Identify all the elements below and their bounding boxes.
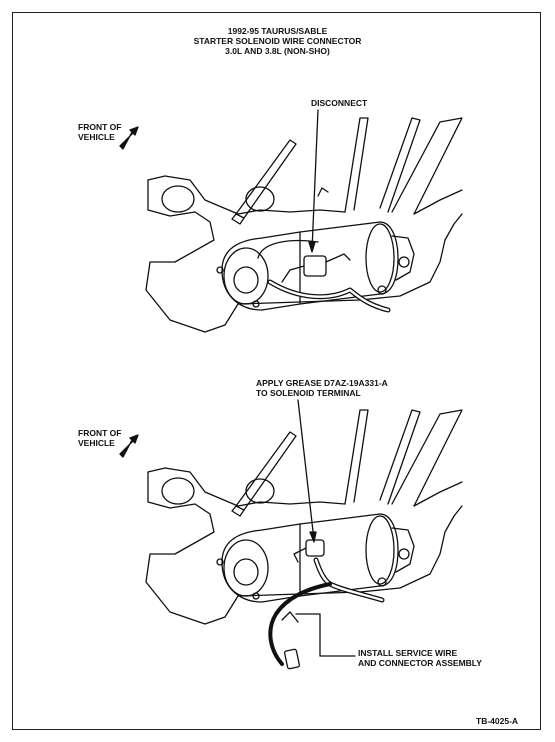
disconnect-leader bbox=[311, 109, 319, 251]
install-service-wire-leader bbox=[295, 613, 356, 657]
engine-block-top bbox=[145, 179, 463, 333]
figure-frame bbox=[12, 12, 541, 730]
exhaust-pipe-top bbox=[344, 117, 369, 213]
starter-motor-bottom bbox=[221, 523, 301, 603]
apply-grease-leader bbox=[297, 399, 315, 541]
solenoid-terminal-bottom bbox=[305, 539, 325, 557]
disconnect-callout: DISCONNECT bbox=[311, 98, 368, 108]
front-of-vehicle-label-bottom: FRONT OF VEHICLE bbox=[78, 428, 122, 448]
install-service-wire-callout: INSTALL SERVICE WIRE AND CONNECTOR ASSEM… bbox=[358, 648, 482, 668]
top-view bbox=[119, 109, 463, 333]
front-of-vehicle-arrow-bottom bbox=[119, 434, 139, 458]
figure-id: TB-4025-A bbox=[476, 716, 519, 726]
bottom-view bbox=[119, 399, 463, 670]
apply-grease-callout: APPLY GREASE D7AZ-19A331-A TO SOLENOID T… bbox=[256, 378, 388, 398]
starter-motor-top bbox=[221, 231, 301, 311]
cylinder-bore-bottom bbox=[161, 477, 195, 505]
solenoid-bottom bbox=[299, 513, 399, 597]
figure-title: 1992-95 TAURUS/SABLE STARTER SOLENOID WI… bbox=[150, 26, 405, 56]
title-line-1: 1992-95 TAURUS/SABLE bbox=[227, 26, 328, 36]
service-connector-bottom bbox=[283, 648, 301, 670]
dipstick-tube-bottom bbox=[235, 431, 297, 511]
solenoid-top bbox=[299, 221, 399, 305]
title-line-2: STARTER SOLENOID WIRE CONNECTOR bbox=[193, 36, 362, 46]
cylinder-bore-top bbox=[161, 185, 195, 213]
front-of-vehicle-label-top: FRONT OF VEHICLE bbox=[78, 122, 122, 142]
solenoid-connector-top bbox=[303, 255, 327, 277]
engine-block-bottom bbox=[145, 471, 463, 625]
exhaust-pipe-bottom bbox=[344, 409, 369, 505]
dipstick-tube-top bbox=[235, 139, 297, 219]
front-of-vehicle-arrow-top bbox=[119, 126, 139, 150]
title-line-3: 3.0L AND 3.8L (NON-SHO) bbox=[225, 46, 330, 56]
